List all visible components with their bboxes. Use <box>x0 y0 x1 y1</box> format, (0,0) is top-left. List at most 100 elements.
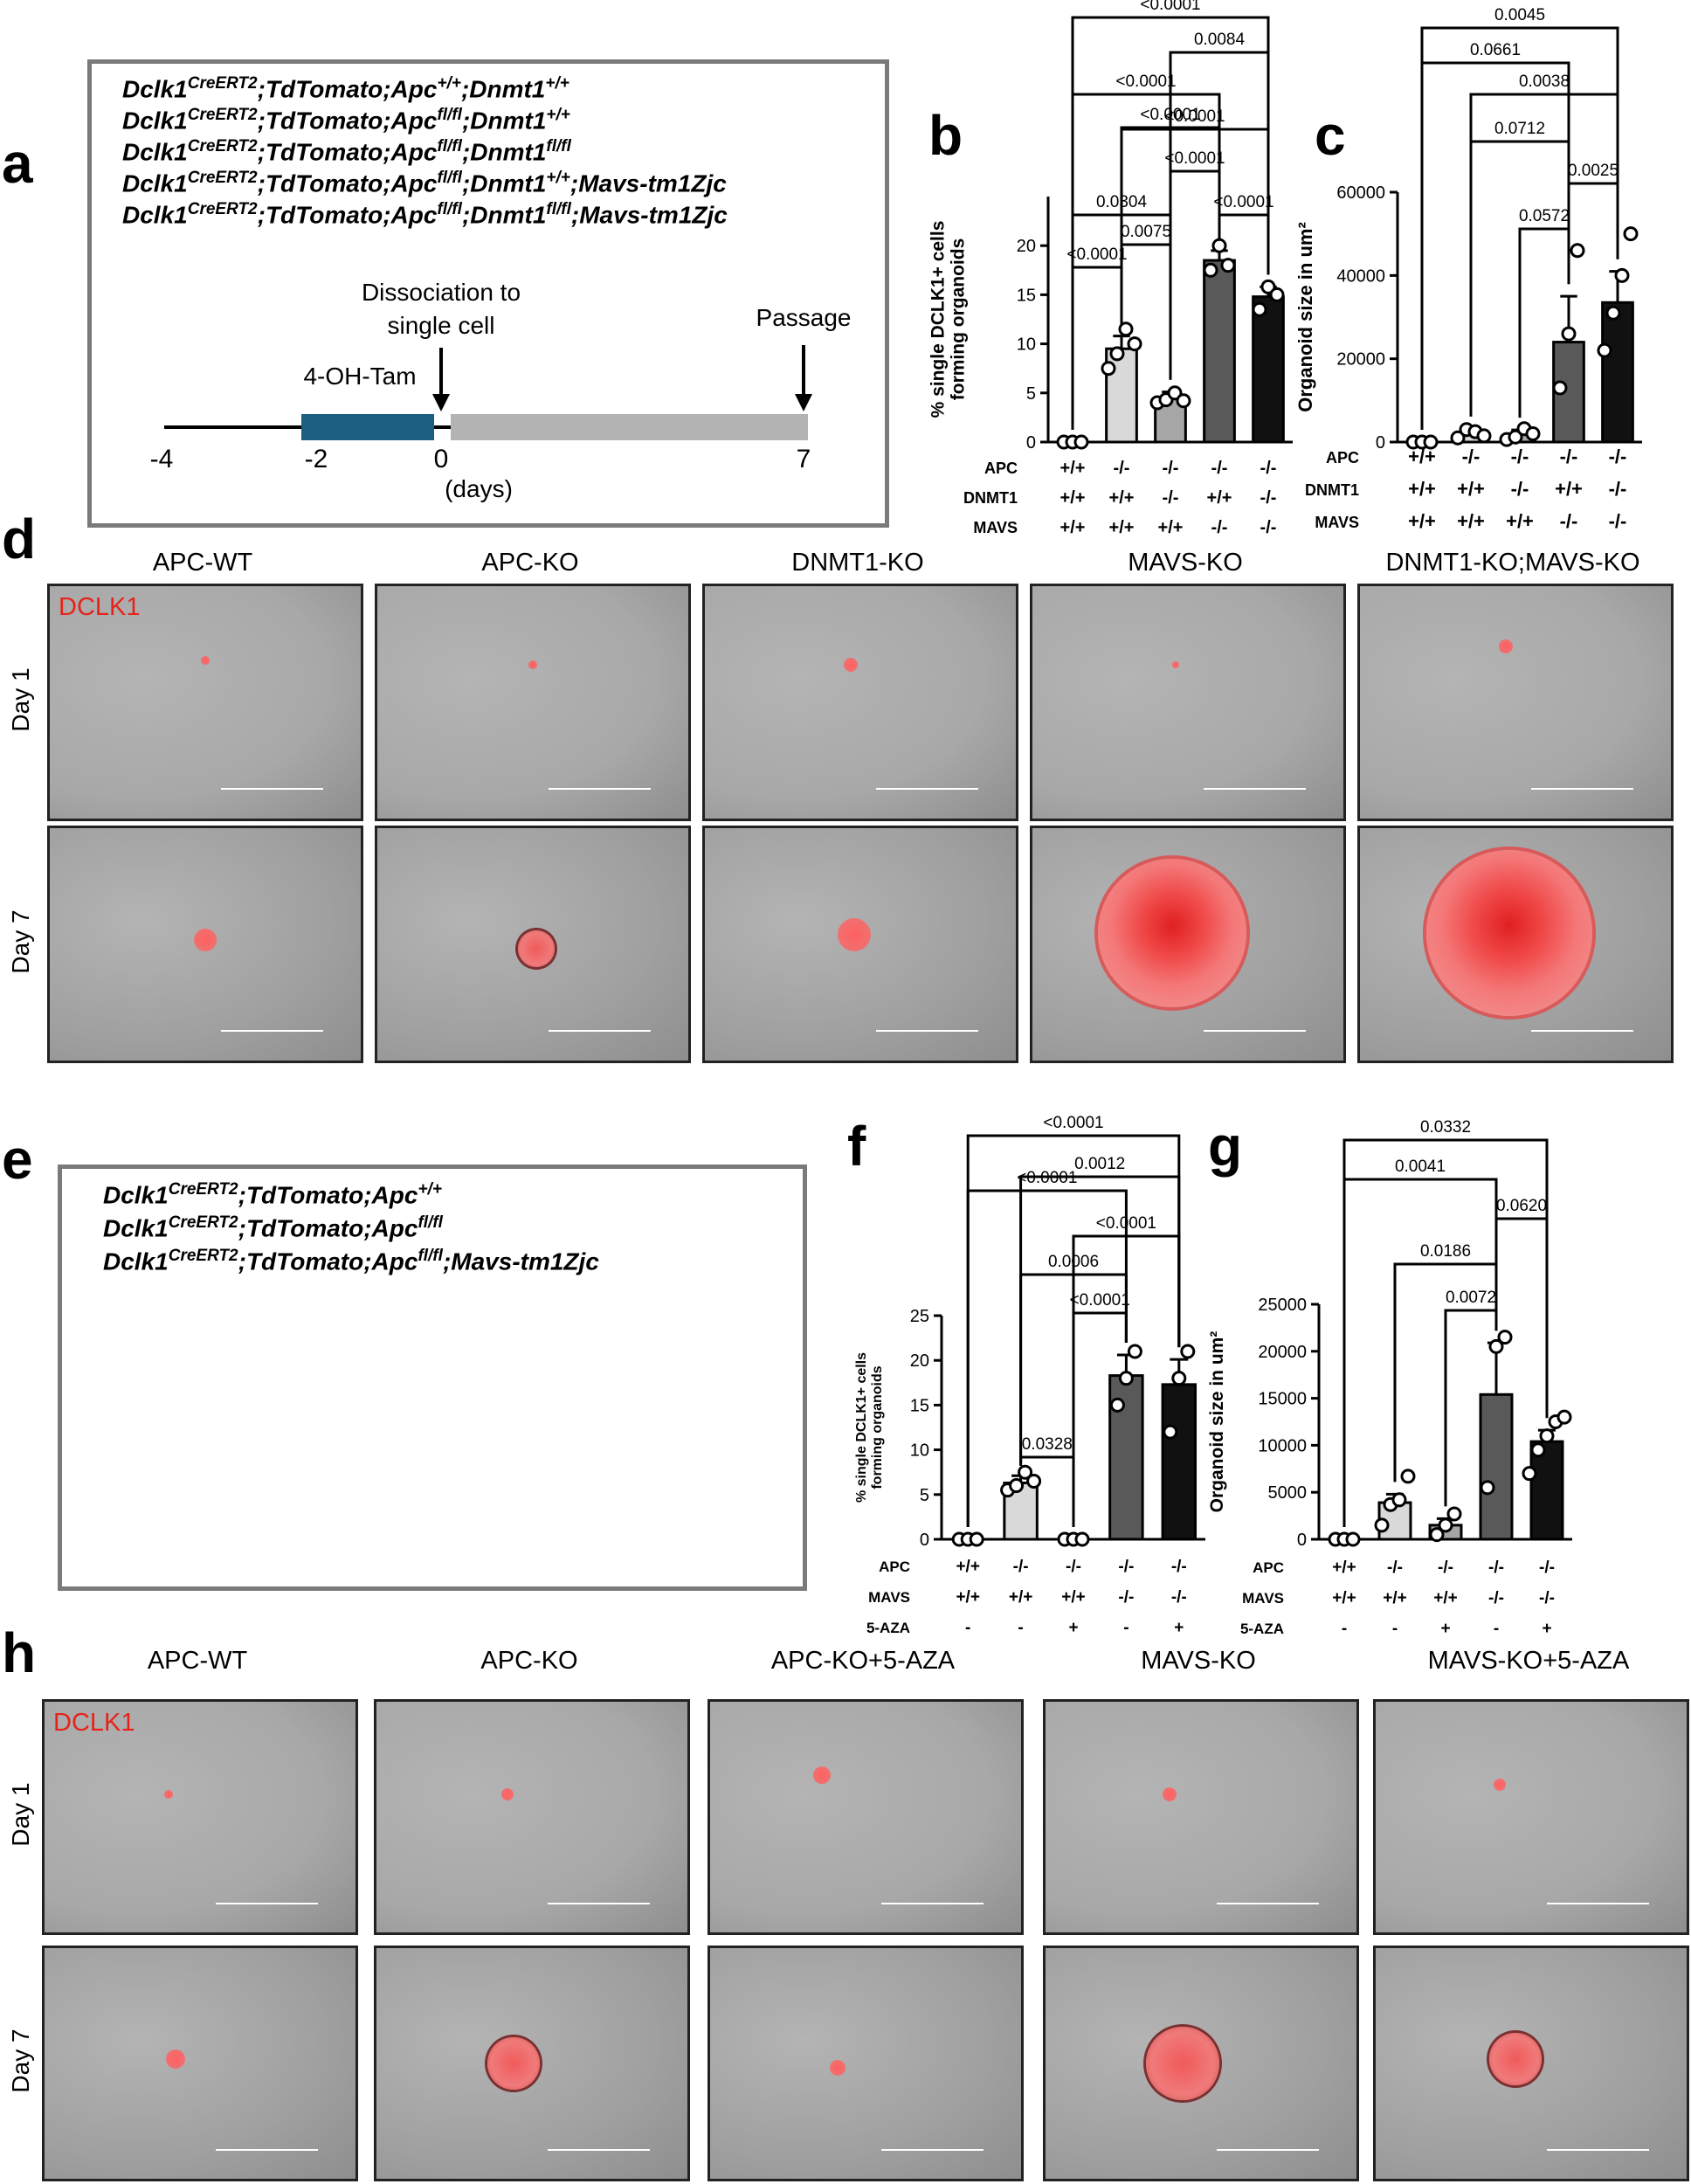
row-value: -/- <box>1163 488 1179 508</box>
row-value: +/+ <box>1109 488 1135 508</box>
p-value-label: 0.0186 <box>1420 1242 1471 1261</box>
y-tick-label: 10000 <box>1258 1436 1307 1455</box>
y-tick-label: 15 <box>910 1396 929 1415</box>
column-header: APC-KO <box>480 1647 578 1675</box>
genotype-line: Dclk1CreERT2;TdTomato;Apcfl/fl;Dnmt1fl/f… <box>122 137 571 166</box>
row-value: +/+ <box>1158 518 1184 537</box>
row-value: -/- <box>1066 1558 1081 1576</box>
dclk1-cell <box>1494 1779 1507 1792</box>
y-tick-label: 0 <box>920 1531 929 1550</box>
p-value-label: <0.0001 <box>1140 0 1200 14</box>
row-value: +/+ <box>1506 510 1534 532</box>
treatment-bar <box>301 414 434 440</box>
scale-bar <box>220 788 324 791</box>
row-value: -/- <box>1438 1559 1453 1577</box>
p-value-label: 0.0025 <box>1568 162 1619 180</box>
p-value-label: 0.0332 <box>1420 1118 1471 1137</box>
significance-bracket <box>1420 26 1619 430</box>
data-point <box>1074 1531 1090 1547</box>
data-point <box>1176 393 1191 409</box>
scale-bar <box>1203 1030 1307 1033</box>
data-point <box>1391 1492 1407 1508</box>
p-value-label: 0.0072 <box>1446 1289 1496 1307</box>
data-point <box>1260 279 1276 294</box>
dclk1-cell <box>813 1766 832 1785</box>
y-tick-label: 40000 <box>1336 266 1385 286</box>
micrograph-panel <box>375 826 691 1063</box>
significance-bracket <box>1494 1217 1549 1419</box>
row-value: -/- <box>1387 1559 1403 1577</box>
y-tick-label: 5 <box>1026 384 1036 404</box>
bar <box>1479 1393 1514 1541</box>
row-value: +/+ <box>1109 518 1135 537</box>
y-tick-label: 0 <box>1026 433 1036 453</box>
column-header: APC-WT <box>152 549 253 577</box>
arrow-head <box>432 394 450 411</box>
row-value: -/- <box>1539 1559 1555 1577</box>
row-header: Day 1 <box>7 1782 34 1847</box>
scale-bar <box>220 1030 324 1033</box>
data-point <box>1127 1344 1142 1359</box>
bar <box>1252 295 1285 444</box>
row-value: +/+ <box>956 1558 979 1576</box>
p-value-label: 0.0041 <box>1395 1158 1446 1176</box>
panel-letter-b: b <box>928 104 963 167</box>
data-point <box>1118 1371 1134 1386</box>
micrograph-panel <box>1043 1946 1359 2181</box>
tick-label: -4 <box>150 445 174 473</box>
scale-bar <box>1203 788 1307 791</box>
column-header: APC-WT <box>147 1647 248 1675</box>
micrograph-panel <box>707 1946 1024 2181</box>
tick-label: -2 <box>305 445 328 473</box>
row-value: -/- <box>1260 459 1277 478</box>
row-value: +/+ <box>1061 1588 1085 1607</box>
y-axis-label-line: forming organoids <box>870 1365 885 1489</box>
arrow-head <box>795 394 812 411</box>
row-value: -/- <box>1260 518 1277 537</box>
culture-bar <box>451 414 808 440</box>
row-value: - <box>965 1619 970 1637</box>
micrograph-panel <box>1373 1946 1689 2181</box>
p-value-label: 0.0661 <box>1470 41 1521 59</box>
row-value: -/- <box>1171 1558 1187 1576</box>
dclk1-cell <box>1489 2032 1543 2085</box>
genotype-line: Dclk1CreERT2;TdTomato;Apcfl/fl;Mavs-tm1Z… <box>103 1247 599 1275</box>
bar <box>1203 259 1236 444</box>
y-tick-label: 5000 <box>1268 1483 1308 1503</box>
row-header: Day 1 <box>7 667 34 732</box>
p-value-label: 0.0038 <box>1519 73 1570 91</box>
y-tick-label: 20000 <box>1258 1343 1307 1362</box>
row-value: +/+ <box>1060 518 1086 537</box>
row-value: +/+ <box>1408 510 1436 532</box>
tick-label: 7 <box>797 445 811 473</box>
micrograph-panel <box>374 1946 690 2181</box>
y-tick-label: 60000 <box>1336 183 1385 203</box>
dclk1-cell <box>528 660 537 670</box>
data-point <box>1252 301 1267 317</box>
row-value: +/+ <box>1060 488 1086 508</box>
micrograph-panel <box>375 584 691 821</box>
data-point <box>1374 1517 1390 1533</box>
panel-a-box <box>87 59 889 528</box>
organoid <box>1425 849 1592 1016</box>
y-tick-label: 20000 <box>1336 350 1385 370</box>
p-value-label: <0.0001 <box>1070 1291 1130 1310</box>
bar <box>1161 1383 1198 1541</box>
column-header: MAVS-KO <box>1141 1647 1256 1675</box>
row-value: +/+ <box>1555 478 1583 500</box>
y-axis-label: % single DCLK1+ cellsforming organoids <box>854 1352 885 1503</box>
row-value: -/- <box>1171 1588 1187 1607</box>
row-value: +/+ <box>1060 459 1086 478</box>
data-point <box>1450 430 1466 446</box>
micrograph-panel: DCLK1 <box>42 1699 358 1935</box>
row-value: + <box>1542 1620 1551 1638</box>
row-value: - <box>1342 1620 1347 1638</box>
genotype-line: Dclk1CreERT2;TdTomato;Apcfl/fl <box>103 1213 443 1242</box>
p-value-label: 0.0075 <box>1121 223 1171 241</box>
row-value: -/- <box>1511 478 1529 500</box>
row-value: +/+ <box>1009 1588 1032 1607</box>
data-point <box>1345 1531 1361 1547</box>
p-value-label: <0.0001 <box>1164 107 1225 126</box>
micrograph-panel <box>702 826 1018 1063</box>
